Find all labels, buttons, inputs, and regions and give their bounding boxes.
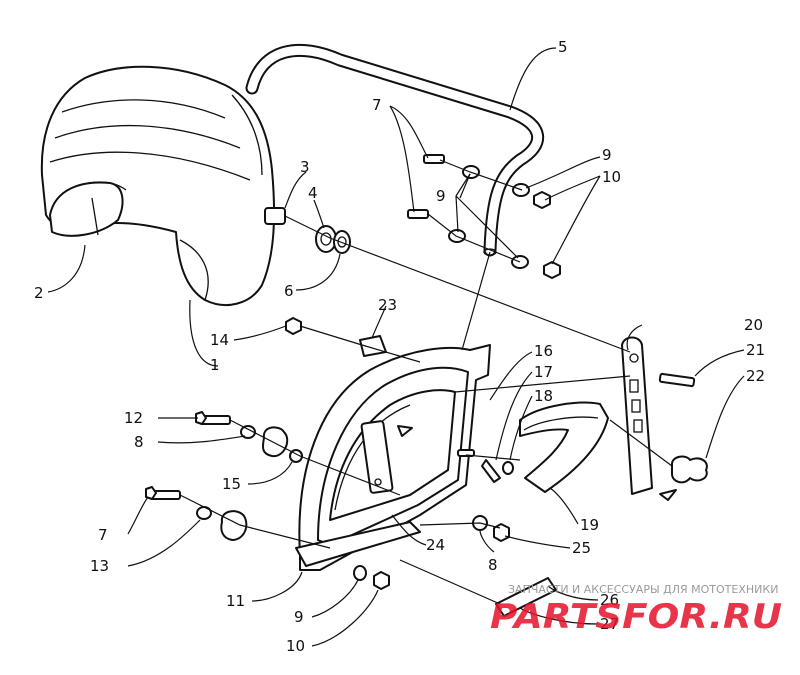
assembly-lines xyxy=(179,159,673,605)
callout-8-bottom: 8 xyxy=(488,556,498,574)
bar-hardware xyxy=(285,154,561,335)
callout-26: 26 xyxy=(600,591,619,609)
main-bracket xyxy=(295,344,491,571)
callout-6: 6 xyxy=(284,282,294,300)
callout-17: 17 xyxy=(534,363,553,381)
watermark: ЗАПЧАСТИ И АКСЕССУАРЫ ДЛЯ МОТОТЕХНИКИ PA… xyxy=(490,583,782,637)
callout-14: 14 xyxy=(210,331,229,349)
spacer-bushings xyxy=(264,207,351,254)
callout-27: 27 xyxy=(600,615,619,633)
callout-11: 11 xyxy=(226,592,245,610)
callout-12: 12 xyxy=(124,409,143,427)
callout-9-center: 9 xyxy=(436,187,446,205)
callout-24: 24 xyxy=(426,536,445,554)
callout-3: 3 xyxy=(300,158,310,176)
indicator-arrows xyxy=(397,425,677,501)
armrest-and-plate xyxy=(457,336,708,617)
callout-25: 25 xyxy=(572,539,591,557)
callout-21: 21 xyxy=(746,341,765,359)
callout-7-left: 7 xyxy=(98,526,108,544)
watermark-subtitle: ЗАПЧАСТИ И АКСЕССУАРЫ ДЛЯ МОТОТЕХНИКИ xyxy=(508,583,778,596)
callout-8-left: 8 xyxy=(134,433,144,451)
left-hardware xyxy=(145,411,390,590)
grab-bar xyxy=(245,43,544,257)
callout-2: 2 xyxy=(34,284,44,302)
callout-22: 22 xyxy=(746,367,765,385)
callout-10-right: 10 xyxy=(602,168,621,186)
backrest-pad xyxy=(40,65,276,306)
callout-7-top: 7 xyxy=(372,96,382,114)
callout-23: 23 xyxy=(378,296,397,314)
callout-20: 20 xyxy=(744,316,763,334)
callout-5: 5 xyxy=(558,38,568,56)
callout-13: 13 xyxy=(90,557,109,575)
callout-10-bottom: 10 xyxy=(286,637,305,655)
callout-18: 18 xyxy=(534,387,553,405)
callout-4: 4 xyxy=(308,184,318,202)
callout-16: 16 xyxy=(534,342,553,360)
watermark-brand: PARTSFOR.RU xyxy=(490,597,782,637)
callout-1: 1 xyxy=(210,356,220,374)
callout-leaders xyxy=(47,47,745,647)
callout-9-bottom: 9 xyxy=(294,608,304,626)
callout-9-right: 9 xyxy=(602,146,612,164)
callout-labels: 1 2 3 4 5 6 7 7 8 8 9 9 9 10 10 11 12 13… xyxy=(34,38,765,655)
callout-19: 19 xyxy=(580,516,599,534)
callout-15: 15 xyxy=(222,475,241,493)
